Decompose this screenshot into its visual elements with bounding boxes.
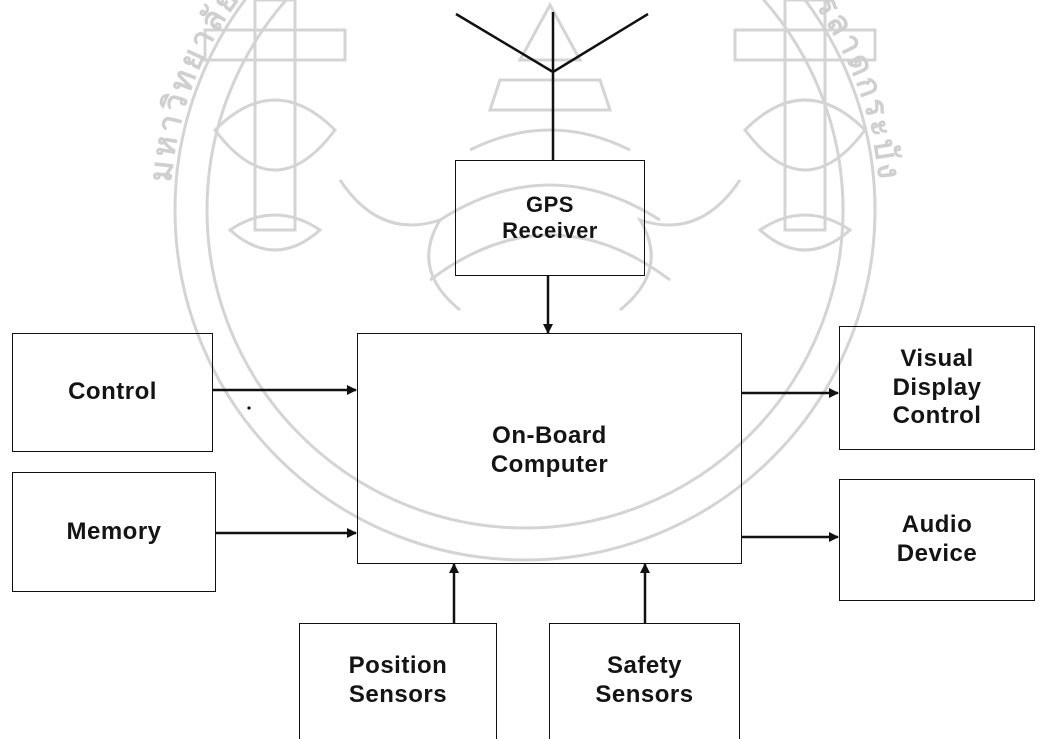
- onboard-computer-label-line-1: On-Board: [491, 422, 608, 451]
- onboard-computer-box: On-Board Computer: [357, 333, 742, 564]
- position-sensors-label: Position Sensors: [349, 652, 448, 710]
- stray-dot: [247, 406, 250, 409]
- visual-display-control-label-line-1: Visual: [893, 345, 982, 374]
- visual-display-control-box: Visual Display Control: [839, 326, 1035, 450]
- control-box: Control: [12, 333, 213, 452]
- audio-device-label-line-1: Audio: [897, 511, 977, 540]
- gps-receiver-box: GPS Receiver: [455, 160, 645, 276]
- memory-label: Memory: [66, 518, 161, 547]
- position-sensors-box: Position Sensors: [299, 623, 497, 739]
- audio-device-box: Audio Device: [839, 479, 1035, 601]
- audio-device-label: Audio Device: [897, 511, 977, 569]
- safety-sensors-label: Safety Sensors: [595, 652, 693, 710]
- memory-box: Memory: [12, 472, 216, 592]
- onboard-computer-label: On-Board Computer: [491, 422, 608, 480]
- memory-label-line-1: Memory: [66, 518, 161, 547]
- gps-receiver-label-line-2: Receiver: [502, 218, 598, 244]
- visual-display-control-label-line-3: Control: [893, 402, 982, 431]
- position-sensors-label-line-2: Sensors: [349, 681, 448, 710]
- safety-sensors-label-line-2: Sensors: [595, 681, 693, 710]
- onboard-computer-label-line-2: Computer: [491, 451, 608, 480]
- antenna: [456, 12, 648, 160]
- position-sensors-label-line-1: Position: [349, 652, 448, 681]
- visual-display-control-label: Visual Display Control: [893, 345, 982, 431]
- control-label: Control: [68, 378, 157, 407]
- safety-sensors-box: Safety Sensors: [549, 623, 740, 739]
- visual-display-control-label-line-2: Display: [893, 374, 982, 403]
- gps-receiver-label-line-1: GPS: [502, 192, 598, 218]
- control-label-line-1: Control: [68, 378, 157, 407]
- safety-sensors-label-line-1: Safety: [595, 652, 693, 681]
- gps-receiver-label: GPS Receiver: [502, 192, 598, 245]
- audio-device-label-line-2: Device: [897, 540, 977, 569]
